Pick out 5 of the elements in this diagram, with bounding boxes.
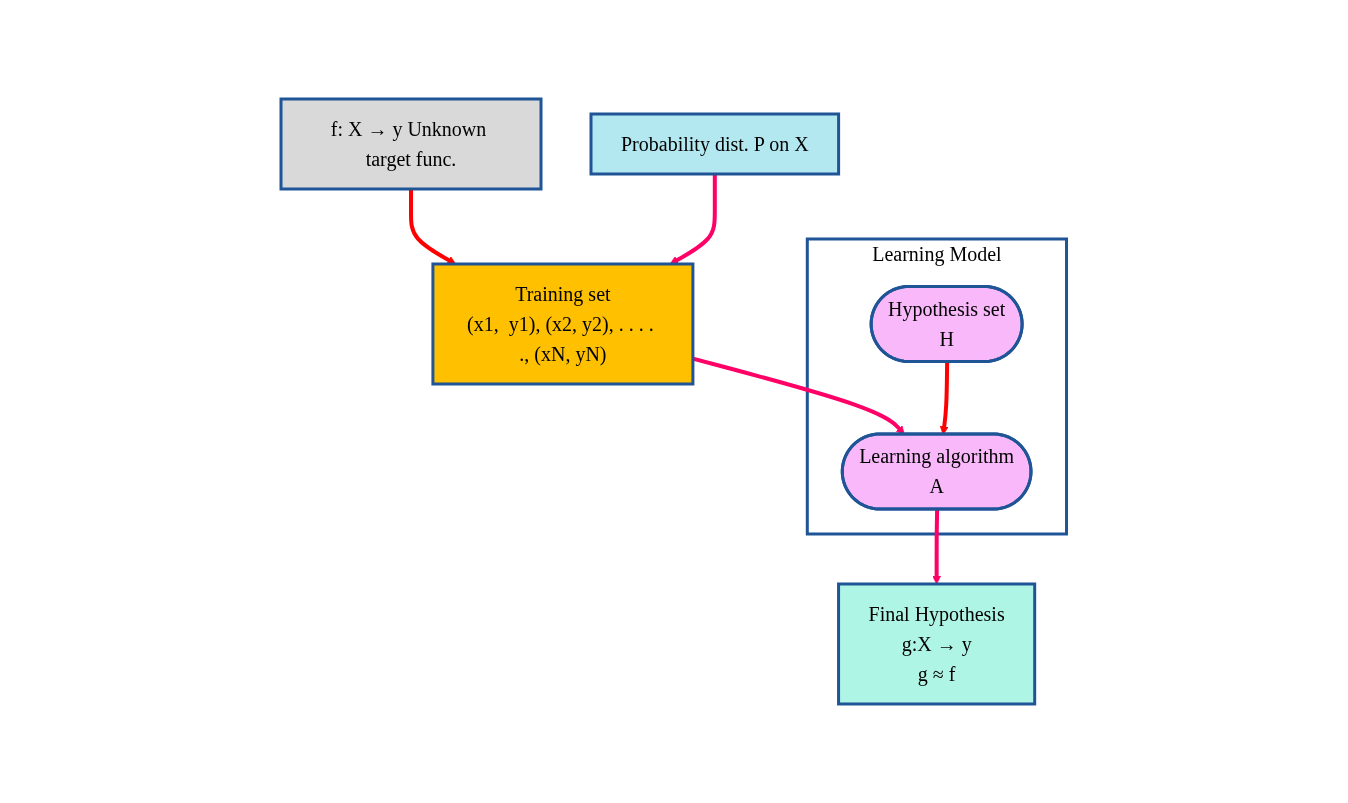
node-box: Final Hypothesis g:X → y g ≈ f [837,582,1037,706]
node-box: f: X → y Unknown target func. [279,97,543,191]
arrow [669,174,718,265]
node-box: Training set (x1, y1), (x2, y2), . . . . ., (xN, yN) [431,262,695,386]
node-box: Probability dist. P on X [589,112,841,176]
